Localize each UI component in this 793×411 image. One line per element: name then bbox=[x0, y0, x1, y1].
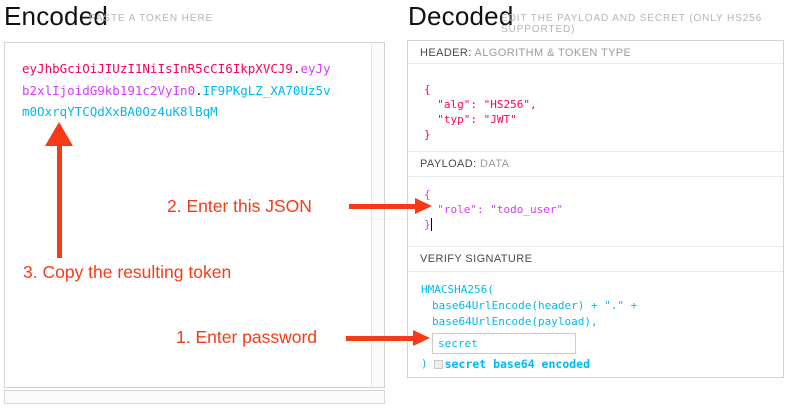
hmac-close-paren: ) bbox=[421, 357, 428, 370]
payload-label-rest: DATA bbox=[476, 158, 510, 170]
encode-header-line: base64UrlEncode(header) + "." + bbox=[432, 299, 638, 312]
header-label-rest: ALGORITHM & TOKEN TYPE bbox=[471, 47, 632, 59]
secret-input[interactable] bbox=[432, 333, 576, 354]
header-json-editor[interactable]: { "alg": "HS256", "typ": "JWT" } bbox=[424, 82, 537, 142]
hmac-open-line: HMACSHA256( bbox=[421, 283, 494, 296]
right-arrow-shaft bbox=[349, 204, 416, 209]
verify-label-strong: VERIFY SIGNATURE bbox=[420, 253, 533, 265]
payload-json-line: { bbox=[424, 188, 431, 201]
verify-signature-label: VERIFY SIGNATURE bbox=[408, 246, 783, 272]
step2-annotation-text: 2. Enter this JSON bbox=[167, 196, 312, 216]
up-arrow-shaft bbox=[57, 144, 62, 258]
payload-json-editor[interactable]: { "role": "todo_user" } bbox=[424, 187, 563, 232]
payload-section-label: PAYLOAD: DATA bbox=[408, 151, 783, 177]
right-arrow-icon bbox=[413, 330, 430, 346]
token-payload-part: eyJyb2xlIjoidG9kb191c2VyIn0 bbox=[22, 61, 331, 98]
payload-json-line: "role": "todo_user" bbox=[424, 203, 564, 216]
horizontal-scrollbar[interactable] bbox=[4, 390, 385, 404]
encoded-title: Encoded bbox=[4, 1, 109, 31]
payload-json-line: } bbox=[424, 218, 431, 231]
base64-encoded-checkbox[interactable] bbox=[433, 359, 443, 369]
header-json-line: "alg": "HS256", bbox=[424, 98, 537, 111]
step1-annotation-text: 1. Enter password bbox=[176, 327, 318, 347]
up-arrow-icon bbox=[45, 122, 73, 146]
base64-encoded-checkbox-label[interactable]: secret base64 encoded bbox=[444, 357, 591, 371]
encoded-token-box[interactable]: eyJhbGciOiJIUzI1NiIsInR5cCI6IkpXVCJ9.eyJ… bbox=[4, 42, 385, 388]
decoded-subtitle: EDIT THE PAYLOAD AND SECRET (ONLY HS256 … bbox=[501, 13, 763, 35]
token-dot: . bbox=[195, 82, 203, 98]
right-arrow-icon bbox=[415, 198, 432, 214]
payload-label-strong: PAYLOAD: bbox=[420, 158, 477, 170]
decoded-panel: HEADER: ALGORITHM & TOKEN TYPE { "alg": … bbox=[407, 40, 784, 378]
step3-annotation-text: 3. Copy the resulting token bbox=[23, 262, 232, 282]
encoded-subtitle: PASTE A TOKEN HERE bbox=[89, 13, 214, 24]
header-json-line: } bbox=[424, 128, 431, 141]
right-arrow-shaft bbox=[346, 336, 413, 341]
token-header-part: eyJhbGciOiJIUzI1NiIsInR5cCI6IkpXVCJ9 bbox=[22, 61, 293, 76]
encode-payload-line: base64UrlEncode(payload), bbox=[432, 315, 598, 328]
vertical-scrollbar[interactable] bbox=[371, 43, 384, 387]
header-json-line: { bbox=[424, 83, 431, 96]
header-json-line: "typ": "JWT" bbox=[424, 113, 517, 126]
encoded-token-text[interactable]: eyJhbGciOiJIUzI1NiIsInR5cCI6IkpXVCJ9.eyJ… bbox=[22, 58, 334, 123]
token-dot: . bbox=[292, 61, 301, 76]
decoded-title: Decoded bbox=[408, 1, 514, 31]
token-signature-part: IF9PKgLZ_XA70Uz5vm0OxrqYTCQdXxBA0Oz4uK8l… bbox=[22, 82, 331, 120]
text-cursor bbox=[430, 218, 432, 231]
signature-block: HMACSHA256( base64UrlEncode(header) + ".… bbox=[421, 282, 637, 371]
header-label-strong: HEADER: bbox=[420, 47, 472, 59]
header-section-label: HEADER: ALGORITHM & TOKEN TYPE bbox=[408, 41, 783, 64]
